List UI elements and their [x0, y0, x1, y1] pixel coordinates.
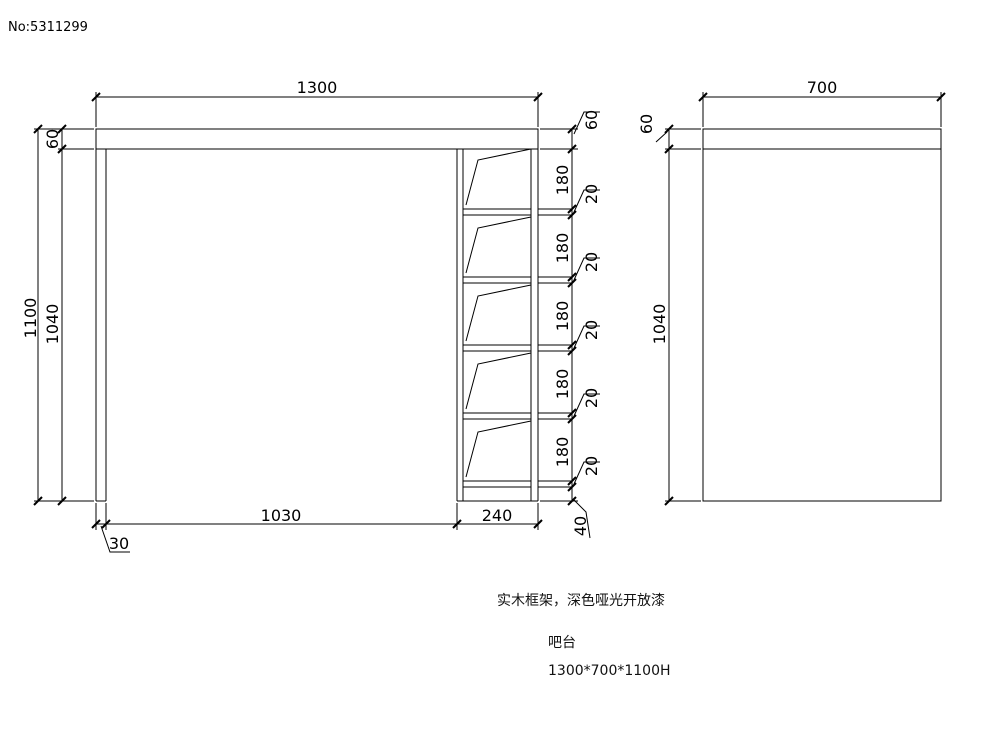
dim-shelf-gap-2: 180 [553, 233, 572, 264]
material-note: 实木框架，深色哑光开放漆 [497, 593, 665, 609]
dim-shelf-gap-5: 180 [553, 437, 572, 468]
dim-shelf-thickness-4: 20 [582, 388, 601, 408]
dim-shelf-width: 240 [482, 506, 513, 525]
dim-side-depth: 700 [807, 78, 838, 97]
side-counter-top [702, 128, 942, 150]
dim-side-leg-height: 1040 [650, 304, 669, 345]
dim-shelf-thickness-2: 20 [582, 252, 601, 272]
dim-shelf-gap-1: 180 [553, 165, 572, 196]
dim-front-top-thickness: 60 [43, 129, 62, 149]
dim-side-top-thickness: 60 [637, 114, 656, 134]
dim-bottom-gap: 40 [571, 516, 590, 536]
dim-shelf-thickness-3: 20 [582, 320, 601, 340]
front-dimension-lines [33, 92, 600, 553]
dim-shelf-gap-3: 180 [553, 301, 572, 332]
front-view [95, 128, 572, 502]
product-name: 吧台 [548, 635, 576, 651]
dim-front-leg-height: 1040 [43, 304, 62, 345]
drawing-number: No:5311299 [8, 20, 88, 35]
dim-leg-width: 30 [109, 534, 129, 553]
dim-shelf-gap-4: 180 [553, 369, 572, 400]
side-dimension-lines [655, 92, 946, 506]
side-view [702, 128, 942, 502]
dim-opening-width: 1030 [261, 506, 302, 525]
dim-right-top-thickness: 60 [582, 110, 601, 130]
dim-shelf-thickness-1: 20 [582, 184, 601, 204]
shelf-boards [463, 208, 572, 488]
dim-total-width: 1300 [297, 78, 338, 97]
dim-shelf-thickness-5: 20 [582, 456, 601, 476]
side-panel [702, 148, 942, 502]
product-size: 1300*700*1100H [548, 663, 671, 679]
magazine-panels [465, 148, 532, 478]
front-counter-top [95, 128, 539, 150]
dim-total-height: 1100 [21, 298, 40, 339]
